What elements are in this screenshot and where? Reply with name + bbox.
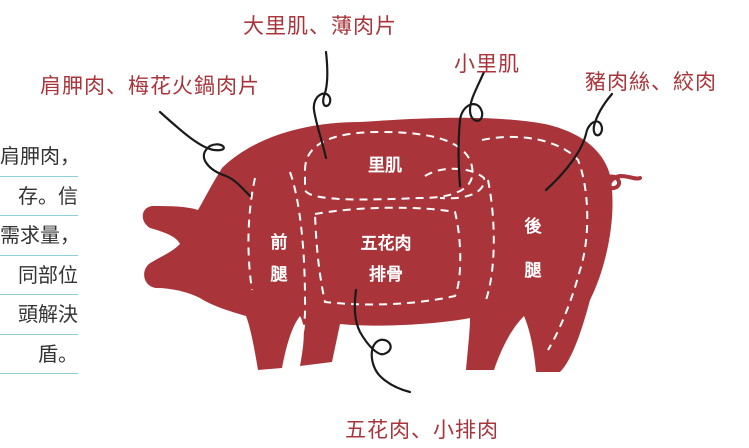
shoulder-left-outline: [247, 177, 256, 291]
pig-tail: [604, 173, 642, 191]
cut-label-loin: 里肌: [368, 156, 402, 176]
pointer-tenderloin: [457, 70, 486, 188]
side-paragraph: 肩胛肉， 存。信 需求量， 同部位 頭解決 盾。: [0, 137, 78, 374]
side-line-1: 肩胛肉，: [0, 137, 78, 177]
side-line-4: 同部位: [0, 256, 78, 295]
cut-label-shoulder-1: 前: [271, 232, 288, 253]
cut-label-ham-2: 腿: [525, 261, 542, 281]
pointer-loin: [312, 50, 332, 160]
side-line-6: 盾。: [0, 335, 78, 374]
label-top-center: 大里肌、薄肉片: [243, 14, 397, 38]
belly-outline: [313, 206, 462, 306]
loin-outline: [304, 130, 474, 201]
cut-lines: [247, 130, 589, 357]
side-line-2: 存。信: [0, 177, 78, 216]
label-top-right: 豬肉絲、絞肉: [585, 70, 717, 94]
side-line-3: 需求量，: [0, 216, 78, 256]
pointer-belly: [353, 288, 412, 394]
cut-label-shoulder-2: 腿: [271, 265, 288, 285]
label-bottom: 五花肉、小排肉: [345, 418, 499, 442]
pointer-shoulder: [158, 110, 252, 198]
pointer-lines: [158, 50, 614, 394]
cut-label-belly-2: 排骨: [369, 264, 403, 285]
pointer-ham: [544, 92, 614, 192]
label-top-mid-right: 小里肌: [454, 52, 520, 76]
cut-label-ham-1: 後: [525, 216, 543, 237]
label-top-left: 肩胛肉、梅花火鍋肉片: [40, 74, 260, 98]
cut-label-belly-1: 五花肉: [361, 233, 412, 254]
pig-silhouette: [142, 117, 613, 373]
ham-outline: [481, 135, 589, 351]
side-line-5: 頭解決: [0, 295, 78, 335]
shoulder-outline: [289, 171, 307, 357]
tenderloin-outline: [424, 167, 486, 200]
